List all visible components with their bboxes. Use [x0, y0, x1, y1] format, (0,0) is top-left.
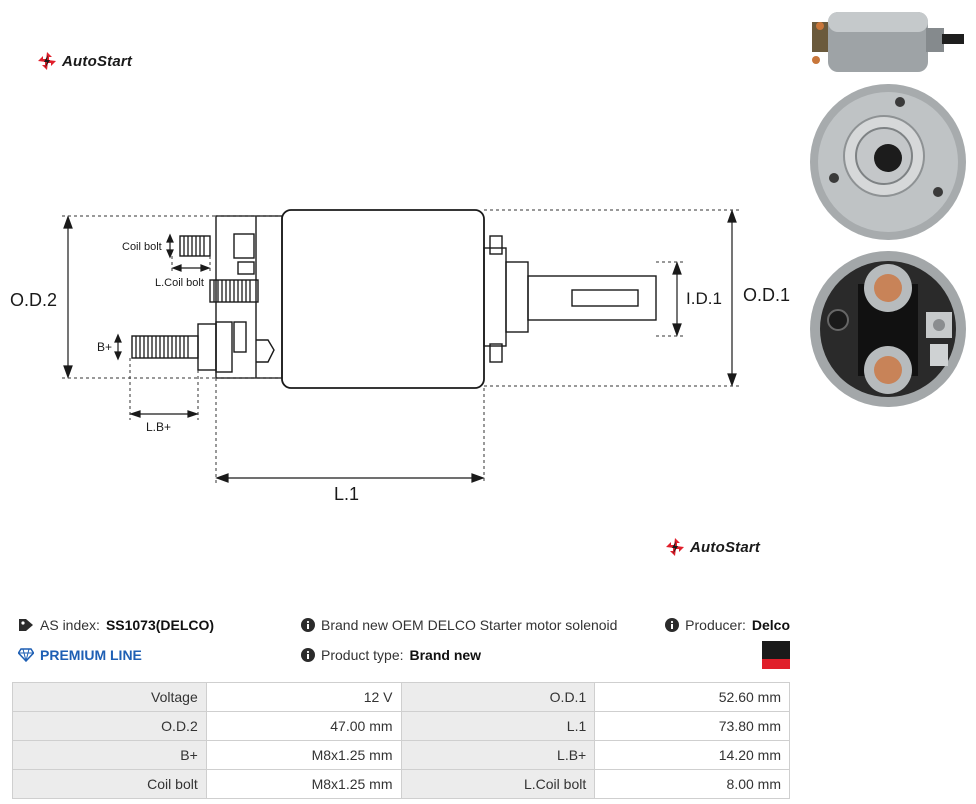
table-row: Coil bolt M8x1.25 mm L.Coil bolt 8.00 mm	[12, 769, 790, 799]
spec-label: O.D.2	[12, 711, 207, 741]
label-l1: L.1	[334, 484, 359, 500]
autostart-logo-icon	[666, 538, 684, 556]
spec-value: M8x1.25 mm	[205, 769, 402, 799]
product-type-label: Product type:	[321, 647, 404, 663]
autostart-logo-icon	[38, 52, 56, 70]
brand-logo-top: AutoStart	[37, 51, 132, 71]
brand-name: AutoStart	[690, 538, 761, 556]
spec-label: B+	[12, 740, 207, 770]
spec-label: O.D.1	[400, 682, 596, 712]
spec-value: 14.20 mm	[594, 740, 790, 770]
label-coil-bolt: Coil bolt	[122, 241, 162, 253]
plunger	[527, 275, 657, 321]
product-type-value: Brand new	[409, 647, 482, 663]
product-type: Product type: Brand new	[301, 647, 481, 663]
spec-label: L.Coil bolt	[400, 769, 596, 799]
spec-label: Coil bolt	[12, 769, 207, 799]
description: Brand new OEM DELCO Starter motor soleno…	[301, 617, 617, 633]
brand-name: AutoStart	[62, 52, 133, 70]
as-index-value: SS1073(DELCO)	[105, 617, 215, 633]
label-lb-plus: L.B+	[146, 420, 171, 434]
spec-label: L.B+	[400, 740, 596, 770]
tag-icon	[19, 619, 33, 631]
table-row: B+ M8x1.25 mm L.B+ 14.20 mm	[12, 740, 790, 770]
table-row: Voltage 12 V O.D.1 52.60 mm	[12, 682, 790, 712]
spec-value: 52.60 mm	[594, 682, 790, 712]
spec-table: Voltage 12 V O.D.1 52.60 mm O.D.2 47.00 …	[12, 682, 790, 799]
premium-line: PREMIUM LINE	[18, 647, 142, 663]
producer: Producer: Delco	[665, 617, 790, 633]
description-text: Brand new OEM DELCO Starter motor soleno…	[321, 617, 618, 633]
label-l-coil-bolt: L.Coil bolt	[155, 277, 204, 289]
premium-text: PREMIUM LINE	[40, 647, 142, 663]
label-od2: O.D.2	[10, 290, 57, 310]
label-id1: I.D.1	[686, 289, 722, 308]
info-icon	[301, 618, 315, 632]
spec-label: Voltage	[12, 682, 207, 712]
product-photo-front	[810, 251, 966, 407]
spec-value: M8x1.25 mm	[205, 740, 402, 770]
spec-value: 73.80 mm	[594, 711, 790, 741]
coil-bolt-shape	[179, 235, 211, 257]
label-od1: O.D.1	[743, 285, 790, 305]
producer-color-swatch	[762, 641, 790, 669]
info-icon	[665, 618, 680, 632]
table-row: O.D.2 47.00 mm L.1 73.80 mm	[12, 711, 790, 741]
brand-logo-bottom: AutoStart	[665, 537, 760, 557]
diamond-icon	[18, 648, 34, 662]
spec-value: 12 V	[205, 682, 402, 712]
as-index-label: AS index:	[40, 617, 100, 633]
producer-label: Producer:	[685, 617, 746, 633]
label-b-plus: B+	[97, 340, 112, 354]
solenoid-body	[281, 209, 485, 389]
as-index: AS index: SS1073(DELCO)	[18, 617, 214, 633]
producer-value: Delco	[751, 617, 790, 633]
spec-value: 47.00 mm	[205, 711, 402, 741]
product-photo-rear	[810, 84, 966, 240]
spec-value: 8.00 mm	[594, 769, 790, 799]
product-photo-side	[812, 12, 964, 72]
info-icon	[301, 648, 315, 662]
spec-label: L.1	[400, 711, 596, 741]
technical-drawing: O.D.2 O.D.1 I.D.1 L.1 Coil bolt L.Coil b…	[10, 209, 790, 500]
